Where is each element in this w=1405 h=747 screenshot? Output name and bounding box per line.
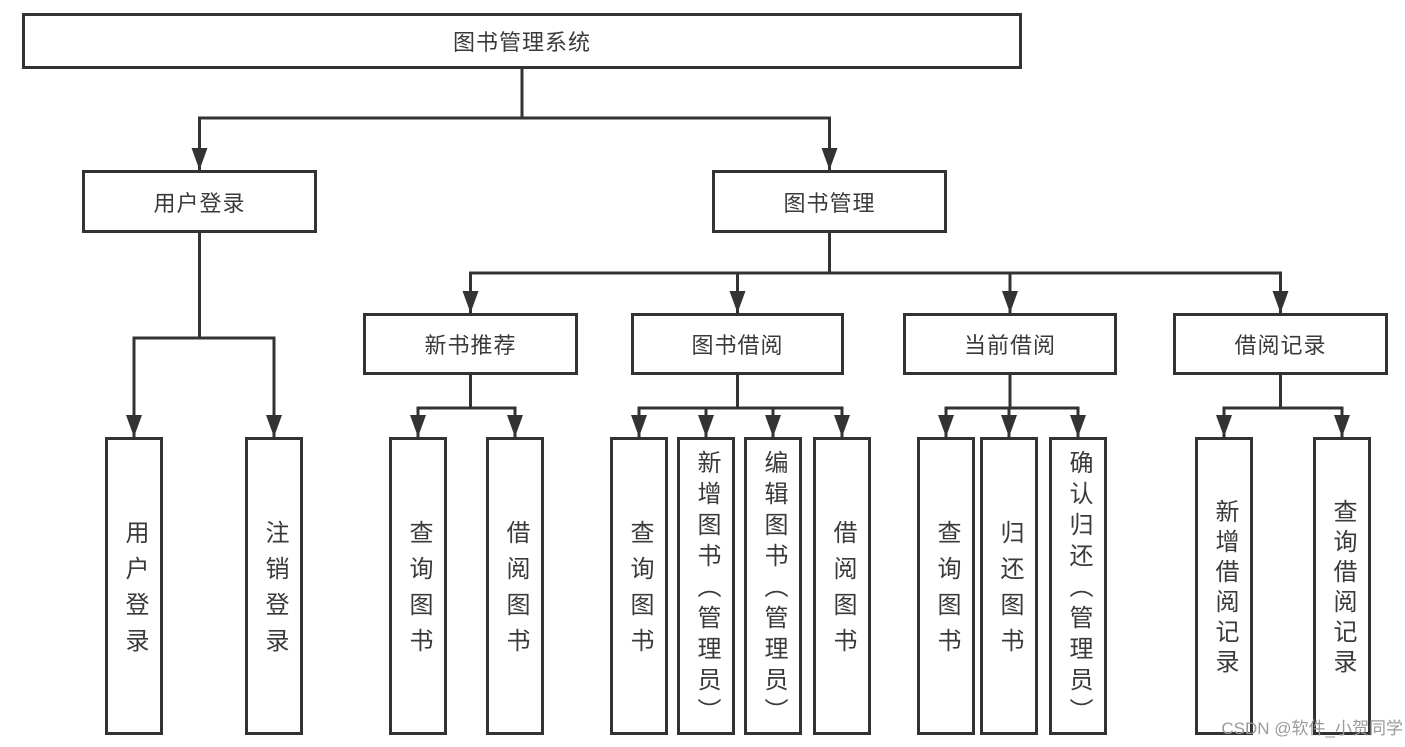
arrowheads xyxy=(126,148,1350,437)
leaf-add-books-admin-label: 新增图书（管理员） xyxy=(693,449,720,729)
leaf-borrow-books-1-label: 借阅图书 xyxy=(502,520,529,664)
node-user-login: 用户登录 xyxy=(82,170,317,233)
node-library-system-label: 图书管理系统 xyxy=(452,30,591,55)
leaf-return-books-label: 归还图书 xyxy=(996,520,1023,664)
leaf-query-books-1: 查询图书 xyxy=(389,437,447,735)
node-borrowing-records-label: 借阅记录 xyxy=(1234,333,1327,358)
leaf-borrow-books-1: 借阅图书 xyxy=(486,437,544,735)
csdn-watermark: CSDN @软件_小贺同学 xyxy=(1221,719,1403,738)
leaf-add-books-admin: 新增图书（管理员） xyxy=(677,437,735,735)
connector-lines xyxy=(132,69,1344,437)
node-current-borrowing: 当前借阅 xyxy=(903,313,1117,375)
node-new-book-recommend-label: 新书推荐 xyxy=(424,333,517,358)
leaf-user-login: 用户登录 xyxy=(105,437,163,735)
leaf-confirm-return-admin: 确认归还（管理员） xyxy=(1049,437,1107,735)
leaf-borrow-books-2-label: 借阅图书 xyxy=(829,520,856,664)
node-new-book-recommend: 新书推荐 xyxy=(363,313,578,375)
leaf-confirm-return-admin-label: 确认归还（管理员） xyxy=(1065,449,1092,729)
node-borrowing-records: 借阅记录 xyxy=(1173,313,1388,375)
leaf-query-books-3: 查询图书 xyxy=(917,437,975,735)
leaf-query-books-3-label: 查询图书 xyxy=(933,520,960,664)
leaf-query-books-2: 查询图书 xyxy=(610,437,668,735)
leaf-edit-books-admin: 编辑图书（管理员） xyxy=(744,437,802,735)
leaf-query-books-2-label: 查询图书 xyxy=(626,520,653,664)
leaf-add-borrow-record-label: 新增借阅记录 xyxy=(1211,499,1238,679)
leaf-edit-books-admin-label: 编辑图书（管理员） xyxy=(760,449,787,729)
leaf-query-borrow-record-label: 查询借阅记录 xyxy=(1329,499,1356,679)
node-book-borrowing-label: 图书借阅 xyxy=(691,333,784,358)
leaf-user-login-label: 用户登录 xyxy=(121,520,148,664)
node-user-login-label: 用户登录 xyxy=(153,190,246,216)
node-library-system: 图书管理系统 xyxy=(22,13,1022,69)
leaf-query-books-1-label: 查询图书 xyxy=(405,520,432,664)
leaf-borrow-books-2: 借阅图书 xyxy=(813,437,871,735)
leaf-add-borrow-record: 新增借阅记录 xyxy=(1195,437,1253,735)
leaf-return-books: 归还图书 xyxy=(980,437,1038,735)
leaf-logout-label: 注销登录 xyxy=(261,520,288,664)
node-book-management-label: 图书管理 xyxy=(783,190,876,216)
leaf-logout: 注销登录 xyxy=(245,437,303,735)
leaf-query-borrow-record: 查询借阅记录 xyxy=(1313,437,1371,735)
node-book-borrowing: 图书借阅 xyxy=(631,313,844,375)
node-book-management: 图书管理 xyxy=(712,170,947,233)
node-current-borrowing-label: 当前借阅 xyxy=(963,333,1056,358)
